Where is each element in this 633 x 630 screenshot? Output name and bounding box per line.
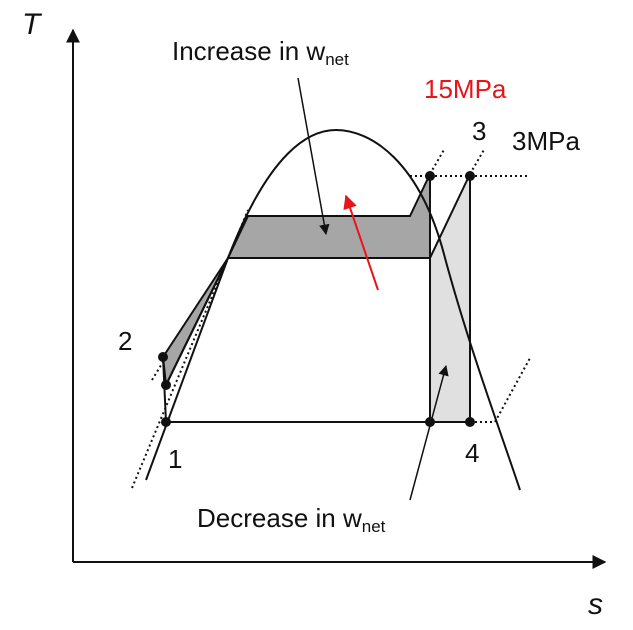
state-point-1	[161, 417, 171, 427]
state-label-4: 4	[465, 438, 480, 468]
increase-annotation-sub: net	[325, 50, 349, 69]
state-point-4-low	[465, 417, 475, 427]
state-point-2-high	[158, 352, 168, 362]
high-pressure-label: 15MPa	[424, 74, 507, 104]
saturation-dome	[145, 128, 521, 491]
increase-annotation: Increase in wnet	[172, 38, 349, 68]
increase-arrow	[297, 77, 330, 236]
pressure-increase-arrow	[343, 194, 379, 291]
state-label-2: 2	[118, 326, 133, 356]
low-pressure-isobar-liquid	[165, 257, 229, 386]
t-axis-label: T	[22, 8, 41, 41]
state-point-3-low	[465, 171, 475, 181]
state-label-3: 3	[472, 116, 487, 146]
isobar-dotted-3mpa-vapor	[469, 147, 486, 175]
state-label-1: 1	[168, 444, 183, 474]
decrease-annotation: Decrease in wnet	[197, 505, 385, 535]
low-pressure-label: 3MPa	[512, 126, 580, 156]
state-point-4-high	[425, 417, 435, 427]
increase-annotation-text: Increase in w	[172, 36, 326, 66]
state-point-3-high	[425, 171, 435, 181]
state-point-2-low	[161, 380, 171, 390]
decrease-arrow	[409, 364, 449, 501]
isobar-dotted-right	[494, 357, 531, 423]
decrease-annotation-sub: net	[361, 517, 386, 536]
net-work-gain-region	[161, 173, 431, 389]
s-axis-label: s	[588, 588, 603, 621]
isobar-dotted-15mpa-vapor	[429, 147, 446, 175]
net-work-loss-region	[429, 173, 471, 423]
decrease-annotation-text: Decrease in w	[197, 503, 362, 533]
isobar-dotted-liquid	[131, 209, 249, 489]
